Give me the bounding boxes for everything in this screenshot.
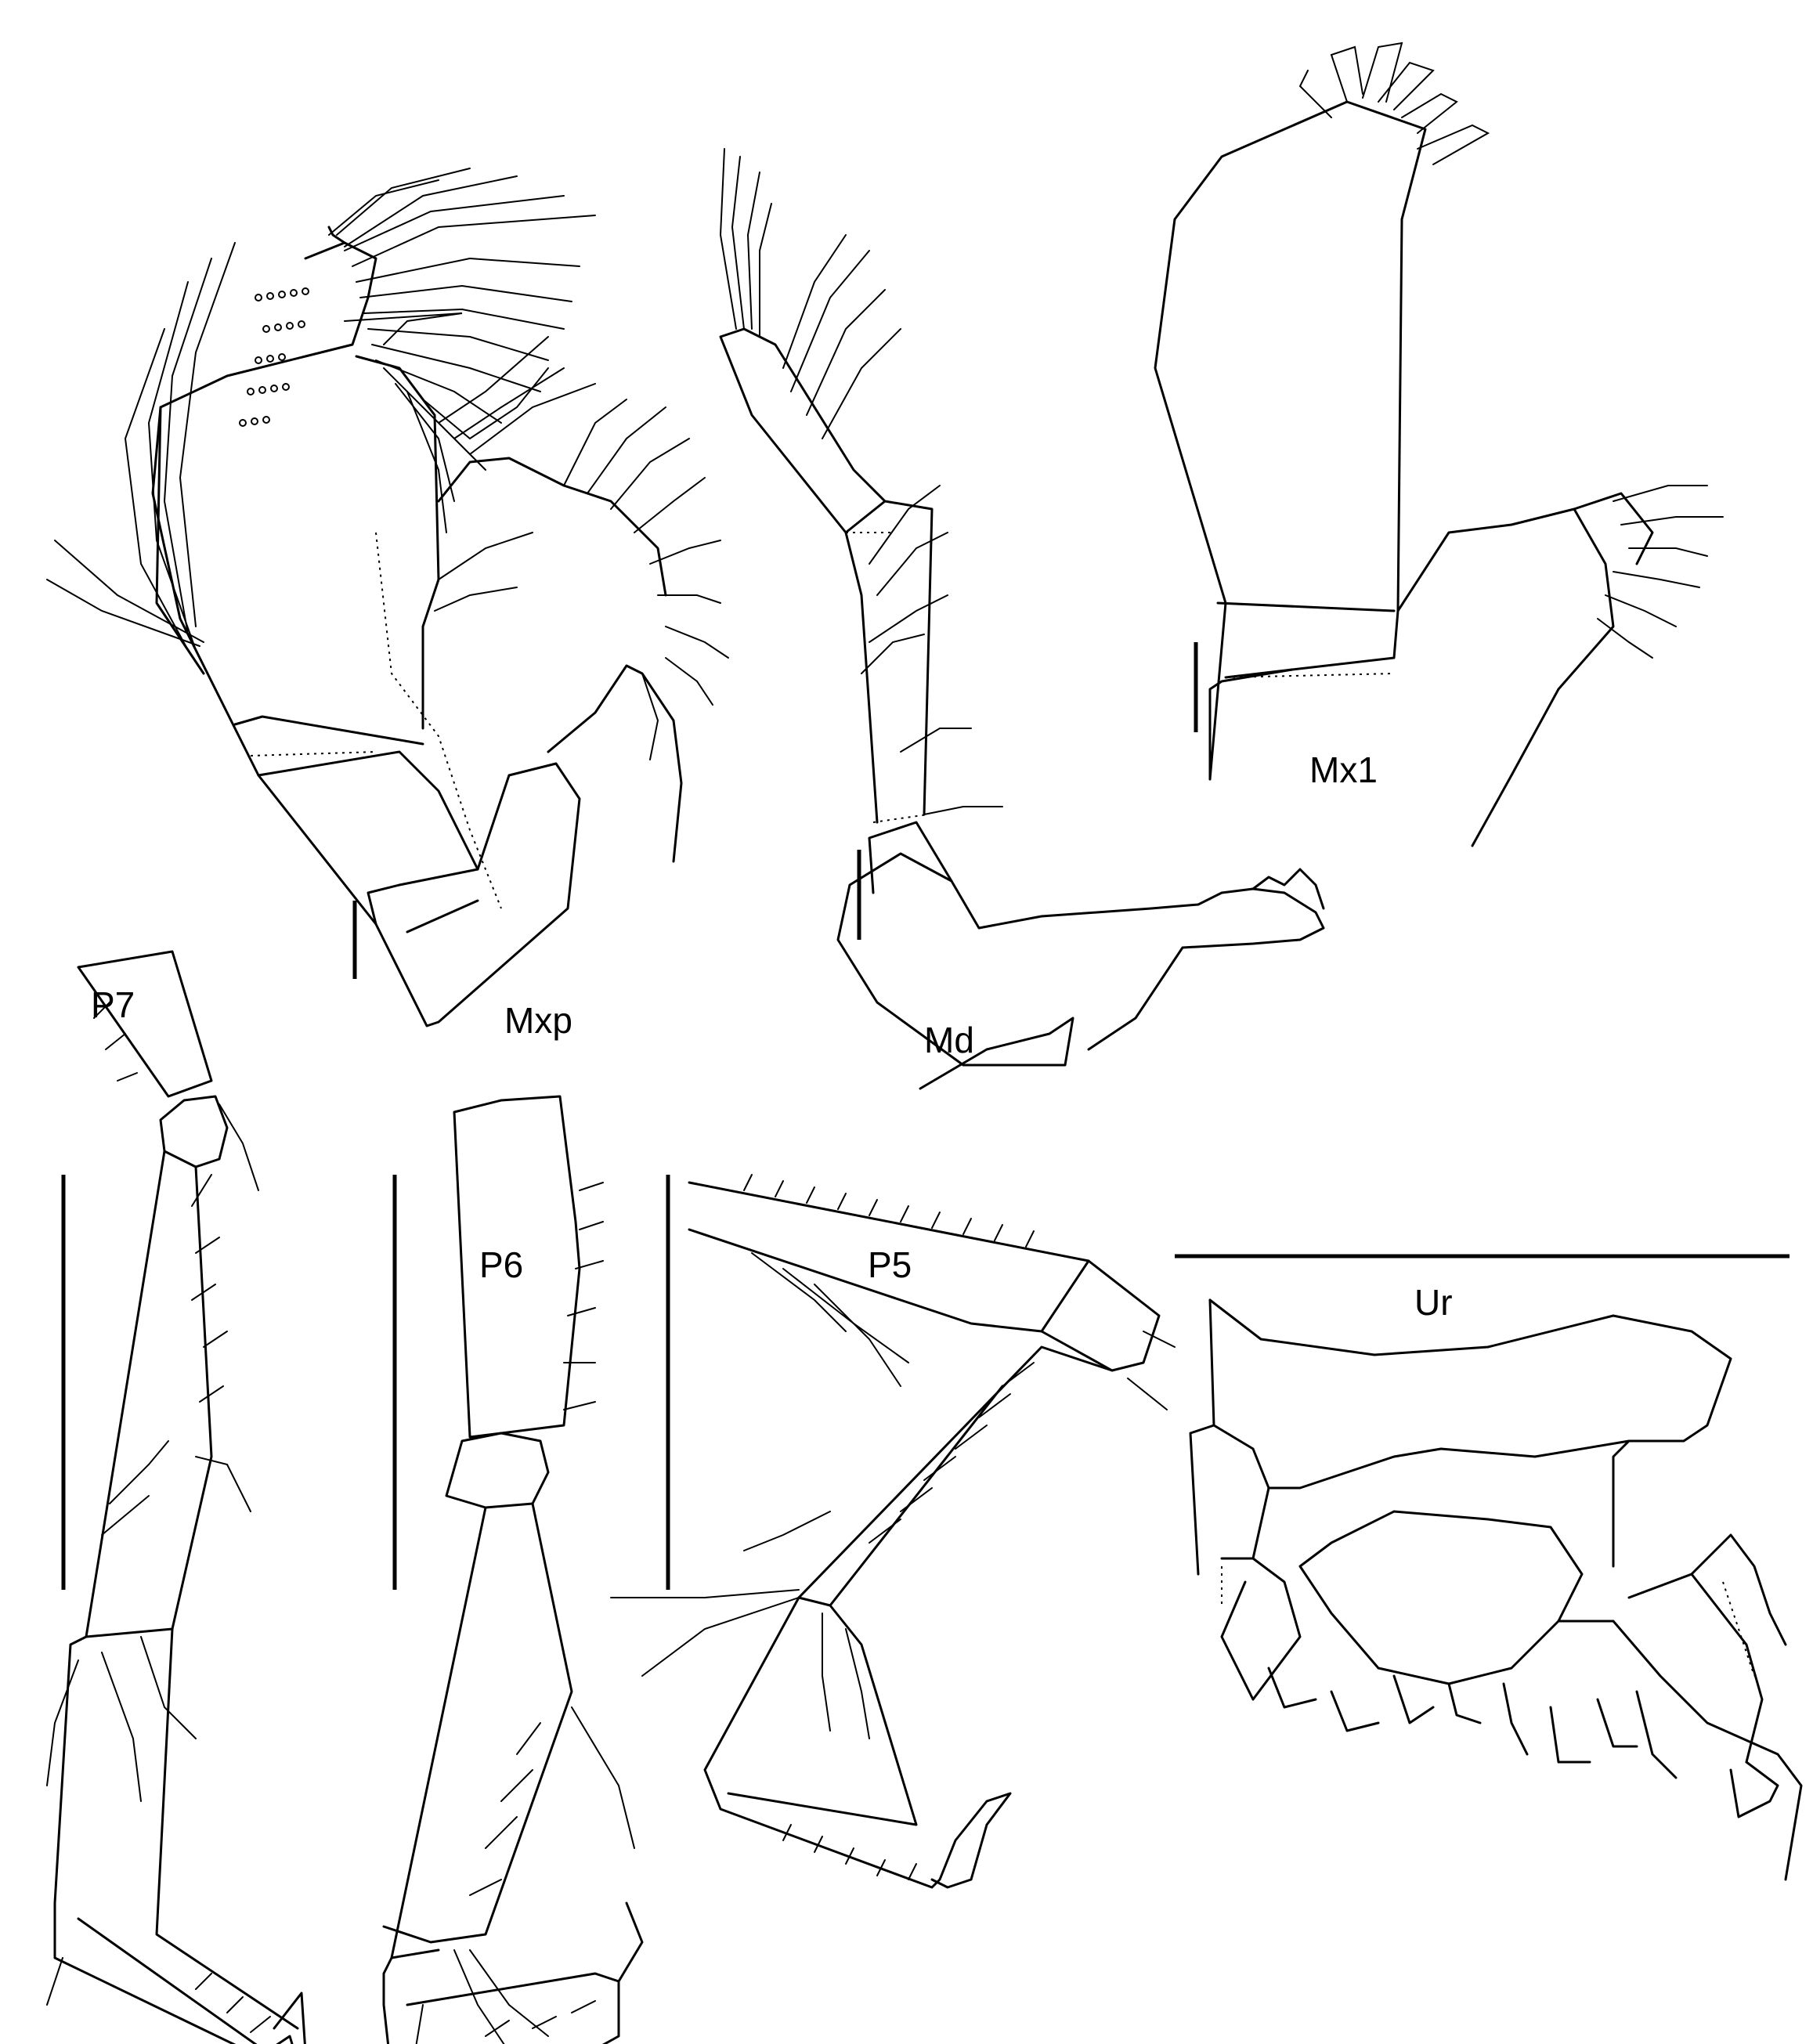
pereiopod7-drawing [46,950,306,2044]
label-p6: P6 [479,1244,524,1285]
label-mx1: Mx1 [1309,749,1378,790]
label-mxp: Mxp [504,1000,572,1041]
label-p7: P7 [91,984,135,1025]
pereiopod5-drawing [610,1174,1176,1889]
maxilliped-drawing [46,168,729,1027]
label-p5: P5 [868,1244,912,1285]
label-md: Md [924,1020,974,1060]
mandible-drawing [719,148,1325,1090]
label-ur: Ur [1414,1282,1453,1323]
maxilla1-drawing [1154,42,1724,847]
pereiopod6-drawing [382,1095,644,2044]
urosome-drawing [1189,1298,1803,1881]
